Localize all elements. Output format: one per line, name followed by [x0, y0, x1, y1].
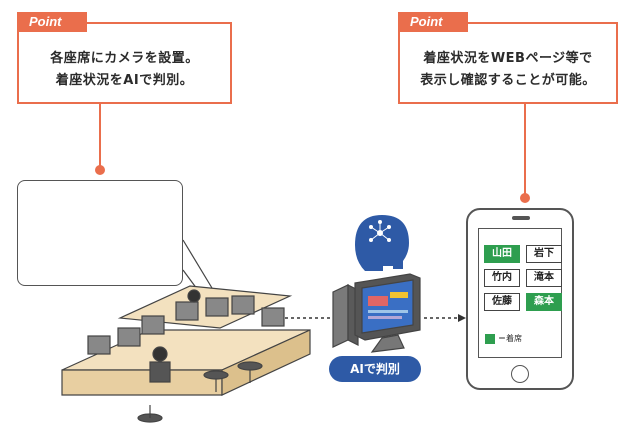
legend-swatch: [485, 333, 495, 344]
callout-left-text: 各座席にカメラを設置。 着座状況をAIで判別。: [19, 48, 230, 92]
smartphone-icon: 山田 岩下 竹内 滝本 佐藤 森本 ＝着席: [466, 208, 574, 390]
point-tag-left: Point: [17, 12, 87, 32]
callout-right-text: 着座状況をWEBページ等で 表示し確認することが可能。: [400, 48, 616, 92]
seat-tile: 森本: [526, 293, 562, 311]
camera-detail-box: [17, 180, 183, 286]
legend-label: ＝着席: [498, 334, 522, 343]
phone-screen: 山田 岩下 竹内 滝本 佐藤 森本 ＝着席: [478, 228, 562, 358]
seat-grid: 山田 岩下 竹内 滝本 佐藤 森本: [484, 245, 562, 311]
seat-tile: 滝本: [526, 269, 562, 287]
server-pc-icon: [332, 273, 421, 353]
phone-speaker: [512, 216, 530, 220]
right-callout-dot: [520, 193, 530, 203]
seat-tile: 佐藤: [484, 293, 520, 311]
left-callout-dot: [95, 165, 105, 175]
ai-brain-icon: [355, 215, 409, 271]
seat-legend: ＝着席: [485, 333, 522, 344]
ai-judgement-label: AIで判別: [329, 356, 421, 382]
callout-left-line1: 各座席にカメラを設置。: [50, 51, 199, 66]
phone-home-button: [511, 365, 529, 383]
point-tag-right: Point: [398, 12, 468, 32]
seat-tile: 岩下: [526, 245, 562, 263]
seat-tile: 竹内: [484, 269, 520, 287]
callout-left: Point 各座席にカメラを設置。 着座状況をAIで判別。: [17, 12, 232, 104]
seat-tile: 山田: [484, 245, 520, 263]
callout-left-line2: 着座状況をAIで判別。: [55, 73, 194, 88]
callout-right-line2: 表示し確認することが可能。: [420, 73, 596, 88]
callout-right: Point 着座状況をWEBページ等で 表示し確認することが可能。: [398, 12, 618, 104]
office-desks-icon: [61, 285, 311, 423]
callout-right-line1: 着座状況をWEBページ等で: [423, 51, 593, 66]
